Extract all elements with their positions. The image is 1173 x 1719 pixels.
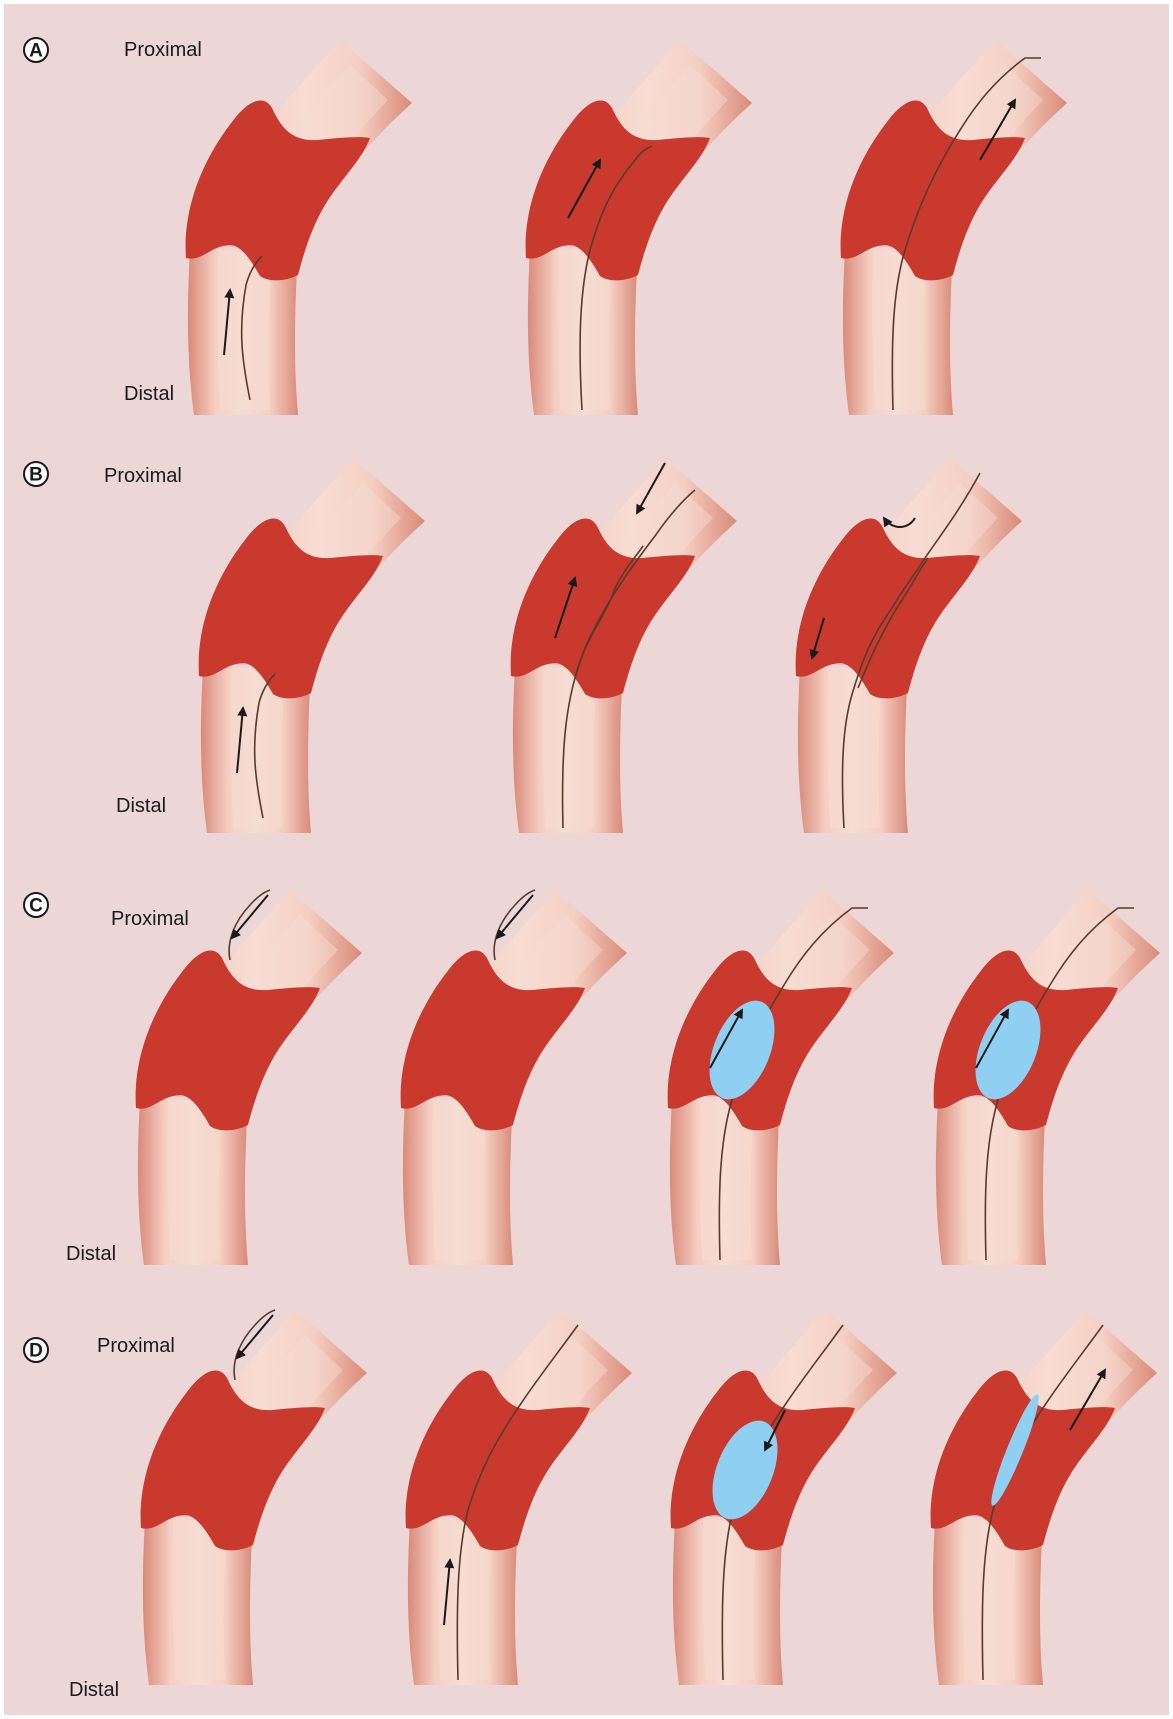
panel-a-label: A bbox=[29, 41, 43, 62]
panel-d-proximal-label: Proximal bbox=[97, 1335, 175, 1357]
panel-d-distal-label: Distal bbox=[69, 1679, 119, 1701]
panel-b-proximal-label: Proximal bbox=[104, 465, 182, 487]
panel-a-proximal-label: Proximal bbox=[124, 39, 202, 61]
panel-c-label: C bbox=[29, 896, 43, 917]
panel-b-distal-label: Distal bbox=[116, 795, 166, 817]
panel-c-proximal-label: Proximal bbox=[111, 908, 189, 930]
panel-a-distal-label: Distal bbox=[124, 383, 174, 405]
panel-c-distal-label: Distal bbox=[66, 1243, 116, 1265]
panel-b-label: B bbox=[29, 465, 43, 486]
panel-d-label: D bbox=[29, 1341, 43, 1362]
